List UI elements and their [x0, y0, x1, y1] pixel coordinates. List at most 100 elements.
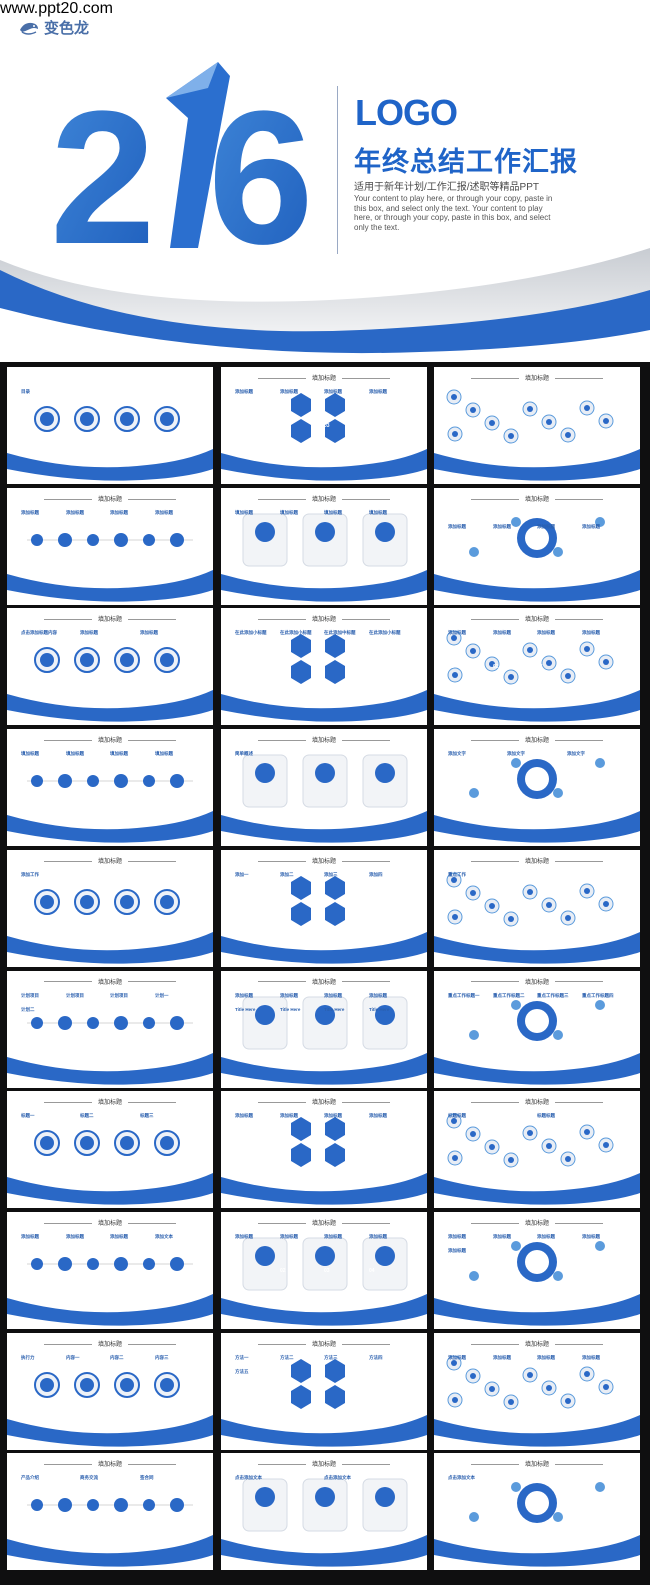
slide-wave — [434, 1535, 640, 1571]
slide-heading: 填加标题 — [434, 1218, 640, 1227]
slide-thumbnail[interactable]: 填加标题计划项目计划项目计划项目计划一计划二 — [7, 970, 213, 1088]
slide-text-label: 在此添加小标题 — [369, 630, 401, 636]
slide-heading: 填加标题 — [434, 373, 640, 382]
slide-number-label: 02 — [493, 664, 499, 671]
slide-thumbnail[interactable]: 填加标题点击添加文本点击添加文本 — [221, 1453, 427, 1571]
slide-text-label: 内容二 — [110, 1354, 124, 1360]
slide-thumbnail[interactable]: 填加标题添加标题添加标题添加标题添加文本 — [7, 1211, 213, 1329]
slide-text-label: 标题标题 — [448, 1113, 466, 1119]
slide-text-label: 内容三 — [155, 1354, 169, 1360]
slide-number-label: 03 — [324, 423, 330, 429]
slide-text-label: 添加标题 — [448, 1247, 466, 1253]
slide-text-label: 添加标题 — [448, 1354, 466, 1360]
slide-number-label: 04 — [582, 664, 588, 671]
slide-thumbnail[interactable]: 填加标题产品介绍商务交流签合同 — [7, 1453, 213, 1571]
slide-illustration — [34, 1130, 180, 1157]
slide-thumbnail[interactable]: 填加标题点击添加文本 — [434, 1453, 640, 1571]
slide-thumbnail[interactable]: 填加标题 — [434, 367, 640, 484]
slide-text-label: 添加标题 — [235, 1113, 253, 1119]
slide-text-label: 添加标题 — [140, 630, 158, 636]
slide-text-label: 添加标题 — [582, 1354, 600, 1360]
slide-thumbnail[interactable]: 填加标题标题标题标题标题 — [434, 1091, 640, 1209]
slide-number-label: 03 — [537, 529, 543, 536]
slide-thumbnail[interactable]: 填加标题添加标题添加标题添加标题添加标题 — [434, 1332, 640, 1450]
slide-illustration — [469, 758, 605, 800]
slide-text-label: 方法二 — [280, 1354, 294, 1360]
slide-illustration — [27, 1498, 193, 1513]
slide-thumbnail[interactable]: 填加标题执行力 内容一 内容二 内容三 — [7, 1332, 213, 1450]
slide-text-label: 计划项目 — [66, 992, 84, 998]
slide-wave — [221, 1173, 427, 1209]
slide-illustration — [291, 1358, 345, 1409]
slide-heading: 填加标题 — [221, 614, 427, 623]
digit-1-ribbon — [166, 62, 230, 248]
slide-number-label: 02 — [493, 529, 499, 536]
slide-thumbnail[interactable]: 填加标题添加文字添加文字添加文字 — [434, 729, 640, 847]
logo-text: LOGO — [355, 92, 458, 133]
slide-thumbnail[interactable]: 填加标题点击添加标题内容添加标题添加标题 — [7, 608, 213, 726]
slide-thumbnail[interactable]: 填加标题添加一添加二添加三添加四 — [221, 849, 427, 967]
slide-text-label: 添加标题 — [324, 1233, 342, 1239]
slide-text-label: 填加标题 — [21, 751, 39, 757]
brand-logo: 变色龙 — [18, 20, 89, 36]
slide-text-label: 添加文字 — [567, 751, 585, 757]
slide-heading: 填加标题 — [434, 1339, 640, 1348]
slide-text-label: 添加标题 — [582, 630, 600, 636]
slide-thumbnail[interactable]: 填加标题添加标题添加标题添加标题添加标题 — [7, 487, 213, 605]
slide-text-label: 添加标题 — [369, 992, 387, 998]
slide-thumbnail[interactable]: 填加标题添加标题添加标题添加标题添加标题 — [221, 1091, 427, 1209]
slide-illustration — [34, 406, 180, 432]
brand-name: 变色龙 — [44, 19, 90, 37]
slide-text-label: 方法四 — [369, 1354, 383, 1360]
slide-text-label: 填加标题 — [66, 751, 84, 757]
slide-wave — [221, 1535, 427, 1571]
slide-illustration — [34, 1371, 180, 1398]
slide-illustration — [242, 996, 408, 1049]
slide-wave — [221, 1052, 427, 1088]
slide-thumbnail[interactable]: 填加标题简单概述 — [221, 729, 427, 847]
slide-text-label: 计划二 — [21, 1006, 35, 1012]
slide-thumbnail[interactable]: 填加标题在此添加小标题在此添加小标题在此添加中标题在此添加小标题 — [221, 608, 427, 726]
slide-text-label: 内容一 — [66, 1354, 80, 1360]
slide-text-label: 添加标题 — [369, 389, 387, 394]
slide-thumbnail[interactable]: 填加标题添加工作 — [7, 849, 213, 967]
slide-thumbnail[interactable]: 目录 — [7, 367, 213, 484]
slide-text-label: 填加标题 — [110, 751, 128, 757]
slide-thumbnail[interactable]: 填加标题填加标题填加标题填加标题填加标题 — [221, 487, 427, 605]
slide-text-label: 添加标题 — [235, 992, 253, 998]
slide-thumbnail[interactable]: 填加标题方法一方法二方法三方法四方法五 — [221, 1332, 427, 1450]
slide-heading: 填加标题 — [7, 1339, 213, 1348]
slide-wave — [7, 931, 213, 967]
slide-wave — [434, 1173, 640, 1209]
slide-number-label: 01 — [235, 1267, 241, 1274]
slide-wave — [221, 1414, 427, 1450]
slide-text-label: 添加标题 — [235, 1233, 253, 1239]
slide-thumbnail[interactable]: 填加标题重点工作标题一重点工作标题二重点工作标题三重点工作标题四 — [434, 970, 640, 1088]
slide-thumbnail[interactable]: 填加标题填加标题填加标题填加标题填加标题 — [7, 729, 213, 847]
slide-text-label: 添加标题 — [235, 389, 253, 394]
slide-thumbnail[interactable]: 填加标题重点工作 — [434, 849, 640, 967]
slide-text-label: 计划项目 — [21, 992, 39, 998]
slide-wave — [434, 811, 640, 847]
slide-heading: 填加标题 — [221, 1218, 427, 1227]
slide-text-label: 添加标题 — [369, 1113, 387, 1119]
slide-text-label: 执行力 — [21, 1354, 35, 1360]
slide-wave — [221, 931, 427, 967]
slide-thumbnail[interactable]: 填加标题添加标题添加标题添加标题添加标题添加标题 — [434, 1211, 640, 1329]
slide-wave — [434, 931, 640, 967]
slide-text-label: 在此添加小标题 — [235, 630, 267, 636]
slide-illustration — [27, 532, 193, 547]
slide-heading: 填加标题 — [221, 856, 427, 865]
slide-text-label: 添加标题 — [537, 630, 555, 636]
slide-thumbnail[interactable]: 填加标题标题一标题二标题三 — [7, 1091, 213, 1209]
slide-text-label: 添加标题 — [448, 523, 466, 529]
slide-text-label: 添加四 — [369, 871, 383, 877]
slide-text-label: 在此添加小标题 — [280, 630, 312, 636]
slide-text-label: 添加标题 — [21, 509, 39, 515]
